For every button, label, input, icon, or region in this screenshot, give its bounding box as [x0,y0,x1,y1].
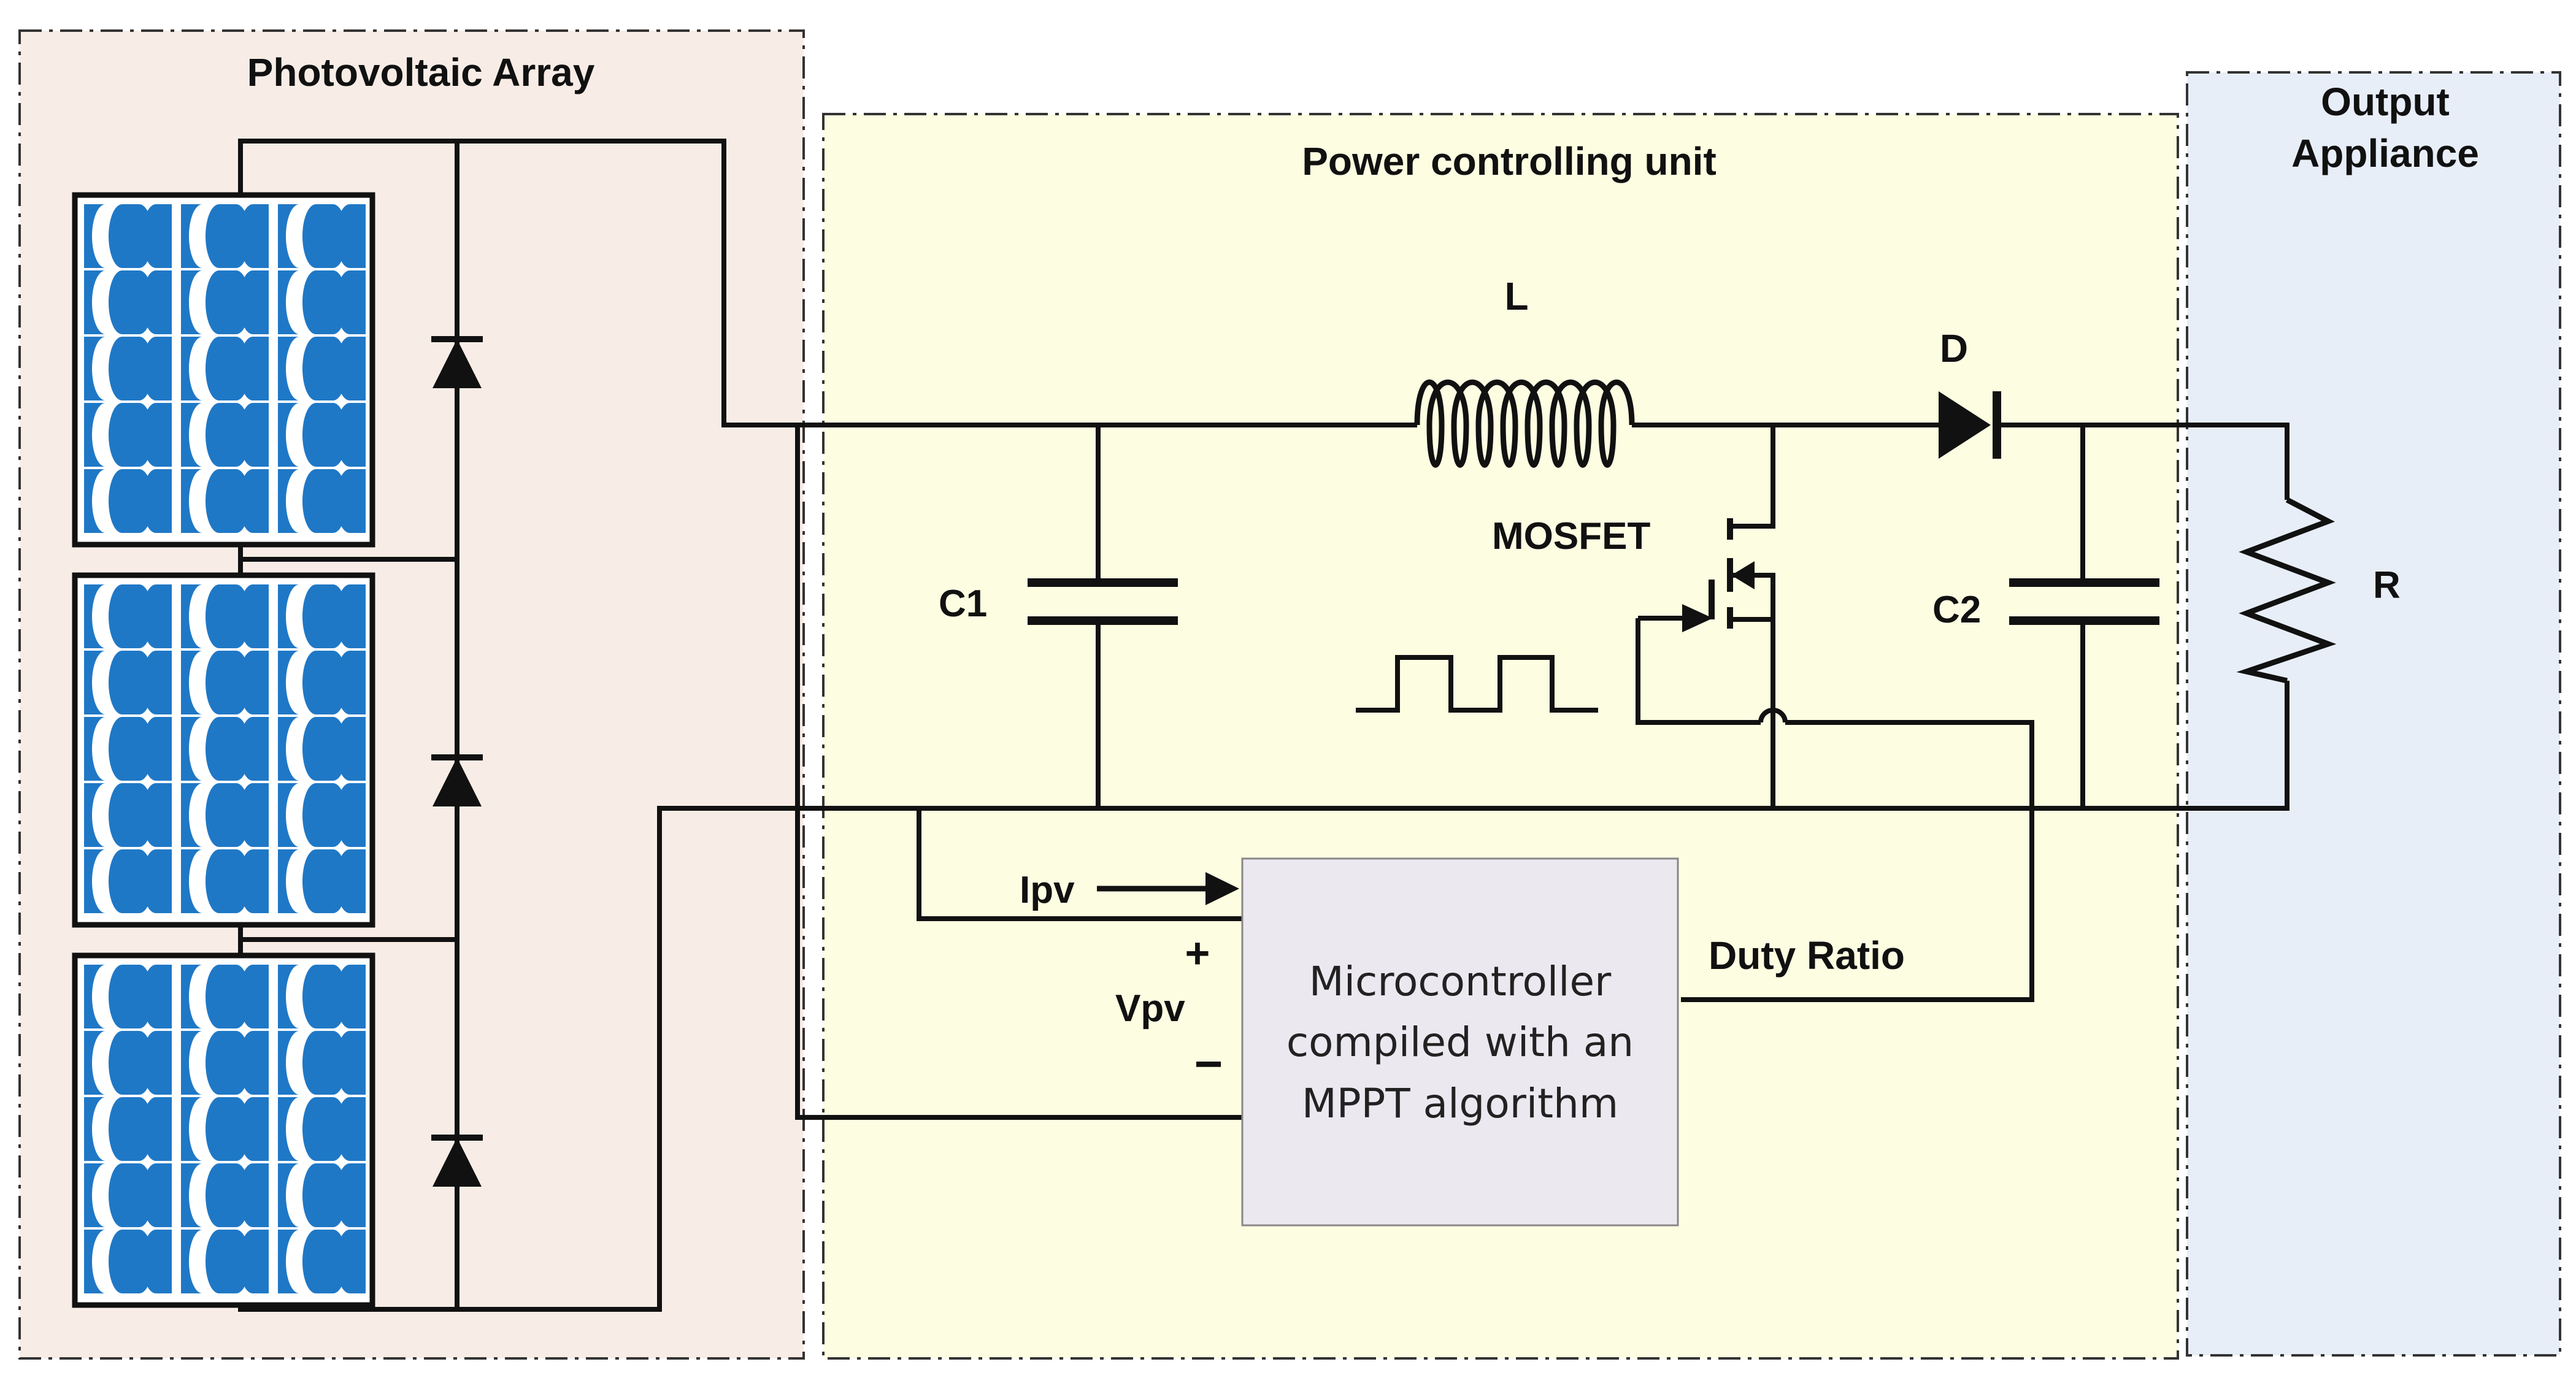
ipv-arrow [1097,872,1239,905]
vpv-plus-sign: + [1185,929,1210,977]
output-title-line2: Appliance [2291,131,2479,175]
c1-label: C1 [939,583,987,625]
ipv-label: Ipv [1020,869,1075,911]
output-title-line1: Output [2321,80,2450,124]
inductor-l [1414,379,1635,468]
vpv-minus-sign: − [1194,1036,1223,1091]
inductor-label: L [1504,274,1528,318]
mosfet-label: MOSFET [1492,515,1650,557]
mcu-text-line3: MPPT algorithm [1302,1080,1618,1127]
load-label: R [2373,564,2401,607]
microcontroller-box [1241,857,1679,1227]
load-resistor [2236,497,2337,684]
converter-wiring [795,423,2290,1120]
pv-array-title: Photovoltaic Array [247,50,595,94]
solar-panel-1 [75,195,372,545]
duty-ratio-label: Duty Ratio [1709,933,1905,978]
solar-panel-3 [75,955,372,1305]
pv-array-wiring [238,139,802,1312]
diode-d [1939,391,2001,459]
output-appliance-region [2186,71,2561,1357]
solar-panel-2 [75,575,372,925]
diode-label: D [1940,326,1968,370]
vpv-label: Vpv [1115,987,1185,1030]
power-unit-title: Power controlling unit [1302,139,1717,183]
c2-label: C2 [1932,589,1981,631]
mosfet [1638,518,1775,632]
capacitor-c1 [1028,578,1178,625]
mcu-text-line2: compiled with an [1286,1019,1634,1066]
mcu-text-line1: Microcontroller [1309,958,1612,1005]
pwm-waveform-icon [1356,655,1598,713]
capacitor-c2 [2009,578,2159,625]
